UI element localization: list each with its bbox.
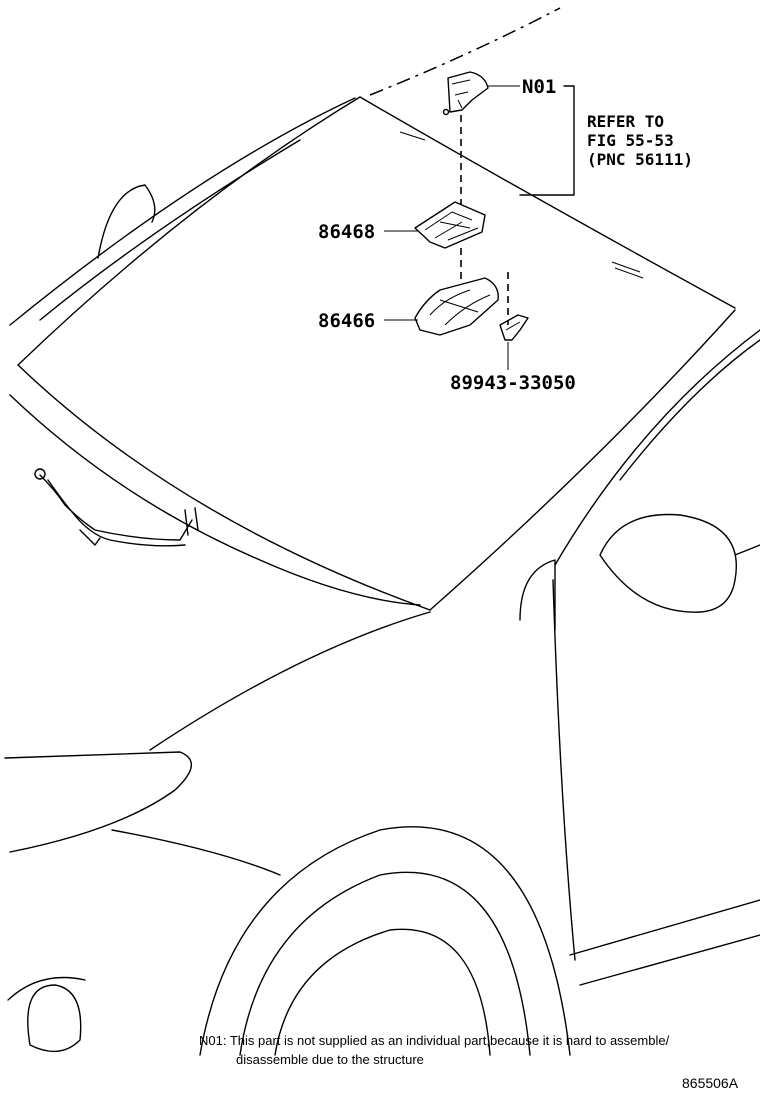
refer-line-2: FIG 55-53 [587, 131, 674, 150]
headlamp [4, 751, 192, 853]
hood-edge [9, 394, 421, 606]
figure-id: 865506A [682, 1075, 739, 1091]
wiper-pivot [79, 507, 199, 546]
washer-hose-2 [47, 479, 186, 547]
clip-89943-part [499, 314, 529, 341]
door-frame [554, 329, 760, 566]
refer-line-3: (PNC 56111) [587, 150, 693, 169]
washer-hose [39, 474, 193, 541]
windshield-left-edge [17, 96, 361, 366]
bracket-86468-part [414, 201, 486, 249]
glass-mark-top [399, 131, 426, 141]
roof-line [369, 7, 561, 96]
door-seam [552, 579, 576, 961]
cover-86466-part [414, 277, 499, 336]
door-lower [569, 899, 760, 956]
right-mirror [599, 513, 737, 613]
cover-n01-part [442, 71, 489, 116]
refer-line-1: REFER TO [587, 112, 664, 131]
label-86466: 86466 [318, 310, 375, 332]
windshield-right-edge [429, 309, 736, 611]
door-frame-inner [619, 339, 760, 481]
wheel-arch-outer [199, 826, 571, 1056]
rocker [579, 934, 760, 986]
glass-mark-right [611, 261, 644, 279]
note-line-1: N01: This part is not supplied as an ind… [199, 1033, 670, 1048]
a-pillar [9, 97, 356, 326]
label-89943-33050: 89943-33050 [450, 372, 576, 394]
mirror-base [519, 559, 556, 631]
note-line-2: disassemble due to the structure [236, 1052, 424, 1067]
label-n01: N01 [522, 76, 556, 98]
wheel-arch-inner [239, 871, 531, 1056]
wheel-tyre [274, 928, 491, 1056]
label-86468: 86468 [318, 221, 375, 243]
refer-bracket [519, 85, 575, 196]
fog-lamp-bezel [7, 976, 86, 1001]
windshield-outline [359, 96, 736, 309]
hood-line [149, 611, 431, 751]
fog-lamp [27, 984, 82, 1053]
fender-crease [111, 829, 281, 876]
left-mirror [97, 184, 156, 259]
windshield-lower-edge [17, 364, 431, 611]
washer-nozzle [34, 468, 46, 480]
roof-rail [39, 139, 301, 321]
mirror-stalk [734, 544, 760, 556]
